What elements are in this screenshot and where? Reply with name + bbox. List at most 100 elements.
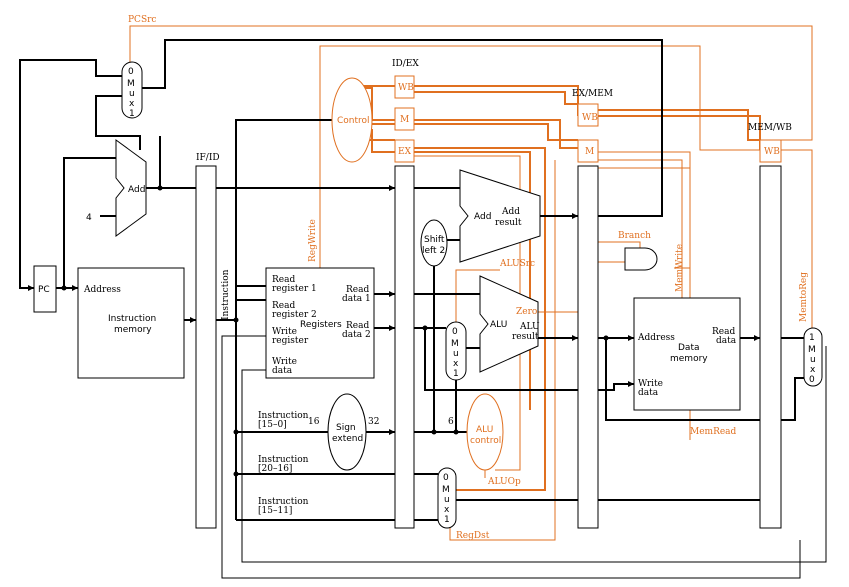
svg-text:ALU: ALU (490, 320, 507, 330)
alusrc-mux: 0 M u x 1 (445, 321, 467, 381)
svg-text:Instruction: Instruction (258, 497, 309, 507)
control-unit: Control RegWrite (308, 77, 373, 262)
mem-wb-label: MEM/WB (748, 123, 792, 133)
svg-text:Read: Read (272, 301, 295, 311)
pcsrc-label: PCSrc (128, 15, 156, 25)
svg-text:Control: Control (337, 116, 370, 126)
svg-text:result: result (495, 218, 522, 228)
svg-text:Add: Add (474, 212, 491, 222)
svg-text:register: register (272, 336, 309, 346)
ex-mem-wb: WB (582, 113, 598, 123)
svg-text:Sign: Sign (336, 423, 356, 433)
svg-text:[15–0]: [15–0] (258, 420, 287, 430)
svg-text:M: M (127, 79, 135, 89)
svg-text:Instruction: Instruction (108, 314, 156, 324)
svg-text:M: M (808, 345, 816, 355)
svg-text:Write: Write (272, 327, 297, 337)
branch-label: Branch (618, 231, 651, 241)
svg-text:0: 0 (128, 67, 134, 77)
svg-text:register 2: register 2 (272, 310, 317, 320)
mem-wb-wb: WB (764, 147, 780, 157)
svg-text:ALU: ALU (519, 322, 540, 332)
ex-mem-m: M (585, 147, 594, 157)
alusrc-label: ALUSrc (499, 259, 535, 269)
memtoreg-label: MemtoReg (799, 272, 809, 322)
zero-label: Zero (516, 307, 537, 317)
svg-text:M: M (442, 485, 450, 495)
if-id-register: IF/ID Instruction (195, 153, 231, 529)
memtoreg-mux: 1 M u x 0 MemtoReg (799, 272, 823, 387)
svg-text:u: u (810, 355, 816, 365)
svg-text:left 2: left 2 (422, 246, 445, 256)
id-ex-ex: EX (398, 147, 412, 157)
svg-text:1: 1 (809, 333, 815, 343)
svg-text:[15–11]: [15–11] (258, 506, 292, 516)
register-file: Read register 1 Read register 2 Write re… (265, 267, 375, 379)
instruction-bus-label: Instruction (221, 269, 231, 320)
if-id-label: IF/ID (196, 153, 220, 163)
control-wires (129, 25, 813, 541)
svg-text:Read: Read (712, 327, 735, 337)
id-ex-label: ID/EX (392, 59, 419, 69)
id-ex-register: ID/EX WB M EX (392, 59, 419, 529)
sign-extend: Sign extend 16 32 6 (308, 393, 454, 471)
svg-text:Write: Write (638, 379, 663, 389)
alu: ALU Zero ALU result (479, 275, 540, 373)
instruction-memory: Address Instruction memory (77, 267, 185, 379)
memread-label: MemRead (690, 427, 737, 437)
regdst-mux: 0 M u x 1 RegDst (437, 467, 490, 541)
svg-text:1: 1 (444, 515, 450, 525)
svg-text:Data: Data (678, 343, 700, 353)
svg-text:data 2: data 2 (342, 330, 371, 340)
svg-text:PC: PC (38, 285, 50, 295)
id-ex-m: M (400, 115, 409, 125)
memwrite-label: MemWrite (675, 244, 685, 292)
svg-text:control: control (470, 436, 501, 446)
pc-register: PC (33, 265, 57, 313)
svg-text:x: x (444, 505, 450, 515)
svg-text:Read: Read (346, 285, 369, 295)
svg-text:1: 1 (129, 109, 135, 119)
svg-text:data: data (716, 336, 737, 346)
svg-text:Read: Read (346, 321, 369, 331)
svg-text:0: 0 (443, 473, 449, 483)
svg-text:data: data (638, 388, 659, 398)
svg-text:u: u (453, 349, 459, 359)
mem-wb-register: MEM/WB WB (748, 123, 792, 529)
shift-left-2: Shift left 2 (420, 219, 448, 267)
svg-text:Write: Write (272, 357, 297, 367)
svg-text:ALU: ALU (476, 425, 493, 435)
svg-text:6: 6 (448, 417, 454, 427)
pc-mux: 0 M u x 1 PCSrc (121, 15, 156, 119)
svg-text:x: x (129, 99, 135, 109)
svg-text:data: data (272, 366, 293, 376)
svg-text:u: u (129, 89, 135, 99)
regdst-label: RegDst (456, 531, 490, 541)
svg-text:u: u (444, 495, 450, 505)
svg-text:memory: memory (670, 354, 708, 364)
ex-mem-label: EX/MEM (572, 89, 613, 99)
svg-text:x: x (453, 359, 459, 369)
svg-text:x: x (810, 365, 816, 375)
svg-text:Registers: Registers (300, 320, 342, 330)
pc-adder: Add 4 (86, 139, 147, 237)
svg-text:Instruction: Instruction (258, 455, 309, 465)
svg-text:M: M (451, 339, 459, 349)
branch-adder: Add Add result ALUSrc (459, 169, 541, 269)
ex-mem-register: EX/MEM WB M (572, 89, 613, 529)
svg-text:data 1: data 1 (342, 294, 371, 304)
constant-four: 4 (86, 213, 92, 223)
instruction-field-labels: Instruction [15–0] Instruction [20–16] I… (258, 411, 309, 516)
id-ex-wb: WB (398, 83, 414, 93)
svg-text:16: 16 (308, 417, 320, 427)
aluop-label: ALUOp (487, 477, 521, 487)
arrowheads (28, 185, 760, 435)
branch-and-gate: Branch (618, 231, 658, 271)
svg-text:1: 1 (453, 369, 459, 379)
svg-text:32: 32 (368, 417, 379, 427)
svg-text:Add: Add (501, 207, 520, 217)
alu-control: ALU control ALUOp (466, 393, 521, 487)
svg-text:register 1: register 1 (272, 284, 317, 294)
svg-text:result: result (512, 332, 539, 342)
